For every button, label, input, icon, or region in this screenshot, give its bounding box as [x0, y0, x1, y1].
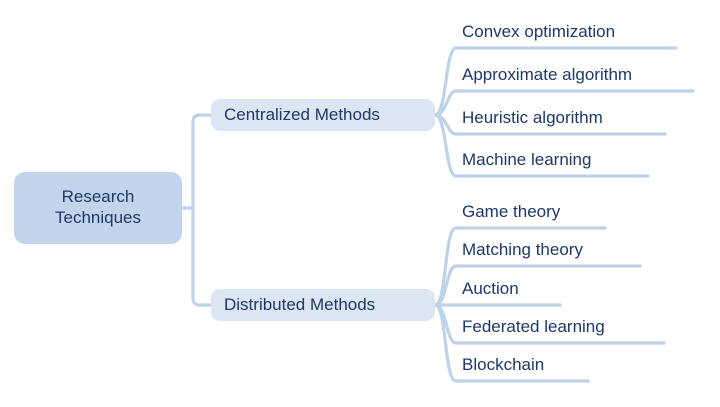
branch-node-centralized-methods[interactable]: Centralized Methods — [211, 99, 435, 131]
connector-distributed-leaf-4 — [433, 303, 458, 345]
connector-distributed-leaf-2 — [433, 264, 458, 307]
leaf-node-convex-optimization[interactable]: Convex optimization — [462, 22, 616, 41]
branch-node-distributed-methods[interactable]: Distributed Methods — [211, 289, 435, 321]
connector-centralized-leaf-4 — [433, 113, 458, 178]
connector-root-to-centralized — [191, 113, 213, 210]
leaf-node-heuristic-algorithm[interactable]: Heuristic algorithm — [462, 108, 603, 127]
leaf-node-matching-theory[interactable]: Matching theory — [462, 240, 583, 259]
leaf-node-approximate-algorithm[interactable]: Approximate algorithm — [462, 65, 633, 84]
connector-root-to-distributed — [191, 206, 213, 307]
connector-centralized-leaf-1 — [433, 46, 458, 117]
leaf-node-game-theory[interactable]: Game theory — [462, 202, 561, 221]
leaf-node-blockchain[interactable]: Blockchain — [462, 355, 545, 374]
connector-centralized-leaf-2 — [433, 89, 458, 117]
leaf-node-auction[interactable]: Auction — [462, 279, 519, 298]
leaf-node-federated-learning[interactable]: Federated learning — [462, 317, 605, 336]
connector-distributed-leaf-5 — [433, 303, 458, 383]
connector-distributed-leaf-1 — [433, 226, 458, 307]
root-node-research-techniques[interactable]: Research Techniques — [14, 172, 182, 244]
connector-centralized-leaf-3 — [433, 113, 458, 136]
leaf-node-machine-learning[interactable]: Machine learning — [462, 150, 592, 169]
